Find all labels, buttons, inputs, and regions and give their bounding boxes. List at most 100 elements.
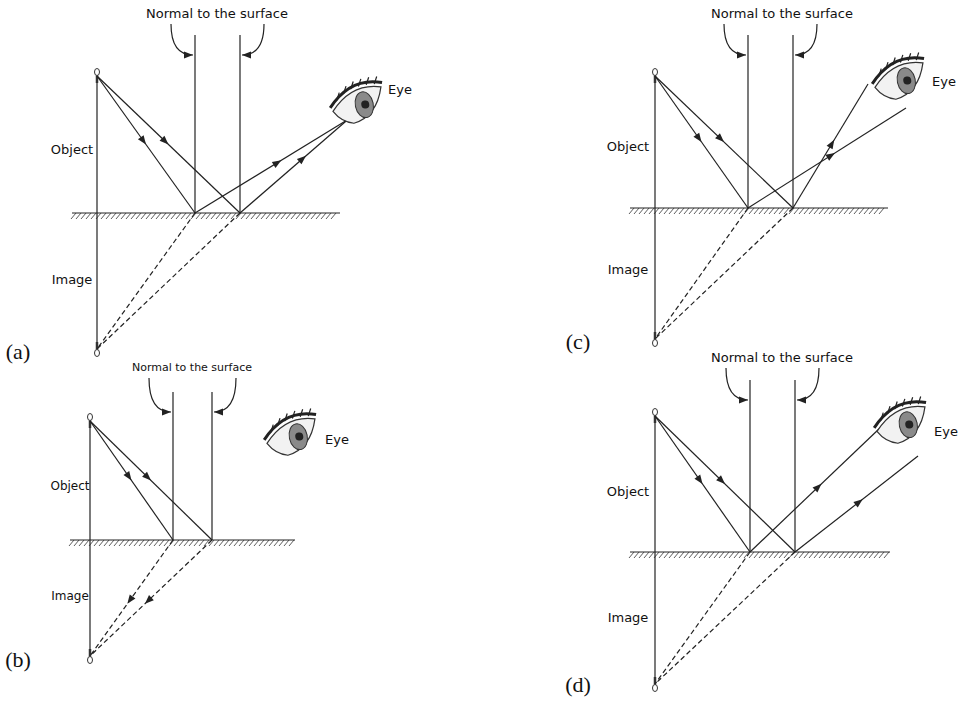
ray-arrowhead bbox=[162, 409, 171, 416]
mirror-hatch bbox=[139, 540, 144, 546]
mirror-hatch bbox=[679, 208, 684, 214]
mirror-hatch bbox=[819, 208, 824, 214]
mirror-hatch bbox=[774, 552, 779, 558]
ray-arrowhead bbox=[739, 397, 748, 404]
virtual-ray bbox=[655, 208, 748, 339]
mirror-hatch bbox=[749, 208, 754, 214]
mirror-hatch bbox=[849, 552, 854, 558]
mirror-hatch bbox=[121, 213, 126, 219]
mirror-hatch bbox=[144, 540, 149, 546]
mirror-hatch bbox=[824, 552, 829, 558]
mirror-hatch bbox=[739, 552, 744, 558]
ray-arrowhead bbox=[693, 133, 701, 142]
mirror-hatch bbox=[784, 552, 789, 558]
mirror-hatch bbox=[714, 552, 719, 558]
mirror-hatch bbox=[274, 540, 279, 546]
normal-line bbox=[172, 392, 173, 540]
mirror-hatch bbox=[164, 540, 169, 546]
mirror-hatch bbox=[281, 213, 286, 219]
incident-ray bbox=[97, 76, 240, 213]
image-line bbox=[654, 552, 655, 682]
incident-ray bbox=[655, 76, 748, 208]
mirror-hatch bbox=[844, 208, 849, 214]
mirror-hatch bbox=[874, 208, 879, 214]
ray-arrowhead bbox=[827, 140, 835, 150]
mirror-hatch bbox=[814, 552, 819, 558]
mirror-hatch bbox=[779, 552, 784, 558]
mirror-panel bbox=[71, 24, 389, 357]
mirror-hatch bbox=[134, 540, 139, 546]
mirror-hatch bbox=[854, 208, 859, 214]
mirror-hatch bbox=[201, 213, 206, 219]
normal-line bbox=[792, 35, 793, 208]
incident-ray bbox=[90, 421, 212, 540]
mirror-hatch bbox=[109, 540, 114, 546]
mirror-hatch bbox=[126, 213, 131, 219]
mirror-hatch bbox=[156, 213, 161, 219]
mirror-hatch bbox=[94, 540, 99, 546]
mirror-hatch bbox=[101, 213, 106, 219]
panel-letter: (c) bbox=[566, 330, 590, 354]
mirror-hatch bbox=[256, 213, 261, 219]
incident-ray bbox=[97, 76, 195, 213]
incident-ray bbox=[655, 416, 795, 552]
panel-letter: (d) bbox=[565, 673, 591, 697]
mirror-hatch bbox=[149, 540, 154, 546]
incident-ray bbox=[655, 76, 793, 208]
mirror-hatch bbox=[679, 552, 684, 558]
normal-line bbox=[794, 380, 795, 552]
ray-arrowhead bbox=[694, 475, 702, 484]
mirror-hatch bbox=[104, 540, 109, 546]
mirror-hatch bbox=[764, 208, 769, 214]
mirror-hatch bbox=[864, 552, 869, 558]
eye-drawing bbox=[868, 51, 932, 104]
mirror-hatch bbox=[151, 213, 156, 219]
mirror-hatch bbox=[649, 552, 654, 558]
mirror-hatch bbox=[644, 552, 649, 558]
mirror-hatch bbox=[106, 213, 111, 219]
panel-letter: (a) bbox=[6, 340, 30, 364]
mirror-hatch bbox=[829, 208, 834, 214]
ray-arrowhead bbox=[297, 156, 306, 165]
virtual-ray bbox=[97, 213, 240, 349]
mirror-hatch bbox=[694, 552, 699, 558]
normal-line bbox=[747, 35, 748, 208]
mirror-hatch bbox=[131, 213, 136, 219]
mirror-hatch bbox=[689, 208, 694, 214]
ray-arrowhead bbox=[825, 153, 834, 161]
mirror-hatch bbox=[219, 540, 224, 546]
mirror-hatch bbox=[71, 213, 76, 219]
incident-ray bbox=[655, 416, 750, 552]
mirror-hatch bbox=[244, 540, 249, 546]
mirror-hatch bbox=[799, 552, 804, 558]
mirror-hatch bbox=[699, 208, 704, 214]
mirror-hatch bbox=[759, 552, 764, 558]
image-figure bbox=[653, 677, 658, 692]
mirror-hatch bbox=[146, 213, 151, 219]
pointer-arrow bbox=[797, 368, 819, 400]
mirror-hatch bbox=[114, 540, 119, 546]
pointer-arrow bbox=[171, 24, 193, 55]
ray-arrowhead bbox=[145, 595, 154, 604]
mirror-hatch bbox=[869, 208, 874, 214]
diagram-label: Object bbox=[50, 480, 89, 493]
mirror-hatch bbox=[224, 540, 229, 546]
diagram-label: Eye bbox=[325, 433, 349, 447]
diagram-label: Normal to the surface bbox=[146, 7, 288, 21]
ray-arrowhead bbox=[737, 52, 746, 59]
mirror-hatch bbox=[734, 208, 739, 214]
mirror-hatch bbox=[326, 213, 331, 219]
mirror-hatch bbox=[306, 213, 311, 219]
mirror-hatch bbox=[174, 540, 179, 546]
mirror-hatch bbox=[874, 552, 879, 558]
mirror-hatch bbox=[301, 213, 306, 219]
mirror-hatch bbox=[719, 552, 724, 558]
reflected-ray bbox=[748, 108, 906, 208]
diagram-label: Normal to the surface bbox=[711, 351, 853, 365]
eye-drawing bbox=[260, 407, 324, 460]
mirror-hatch bbox=[124, 540, 129, 546]
mirror-hatch bbox=[839, 208, 844, 214]
ray-arrowhead bbox=[127, 594, 135, 603]
reflected-ray bbox=[795, 456, 918, 552]
